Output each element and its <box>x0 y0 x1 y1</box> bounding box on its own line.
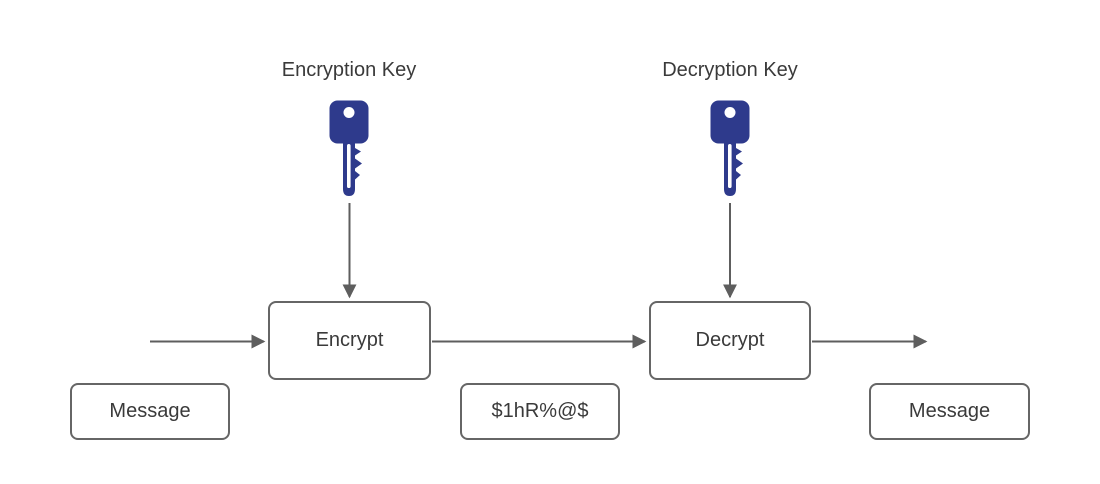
key-icon <box>710 100 750 196</box>
message-output-label: Message <box>908 400 991 422</box>
encrypt-box-label: Encrypt <box>315 329 384 351</box>
key-shaft <box>343 140 362 196</box>
encrypt-box: Encrypt <box>268 301 431 380</box>
key-hole <box>343 107 355 118</box>
key-head <box>710 100 750 144</box>
key-hole <box>724 107 736 118</box>
key-slot <box>347 144 351 188</box>
message-output-box: Message <box>869 383 1030 440</box>
decrypt-box-label: Decrypt <box>695 329 765 351</box>
key-icon <box>329 100 369 196</box>
key-shaft <box>724 140 743 196</box>
key-slot <box>728 144 732 188</box>
decryption-key-label: Decryption Key <box>662 59 798 81</box>
encryption-key-label: Encryption Key <box>281 59 417 81</box>
ciphertext-box: $1hR%@$ <box>460 383 620 440</box>
message-input-box: Message <box>70 383 230 440</box>
decrypt-box: Decrypt <box>649 301 811 380</box>
ciphertext-label: $1hR%@$ <box>491 400 589 422</box>
message-input-label: Message <box>109 400 191 422</box>
key-head <box>329 100 369 144</box>
